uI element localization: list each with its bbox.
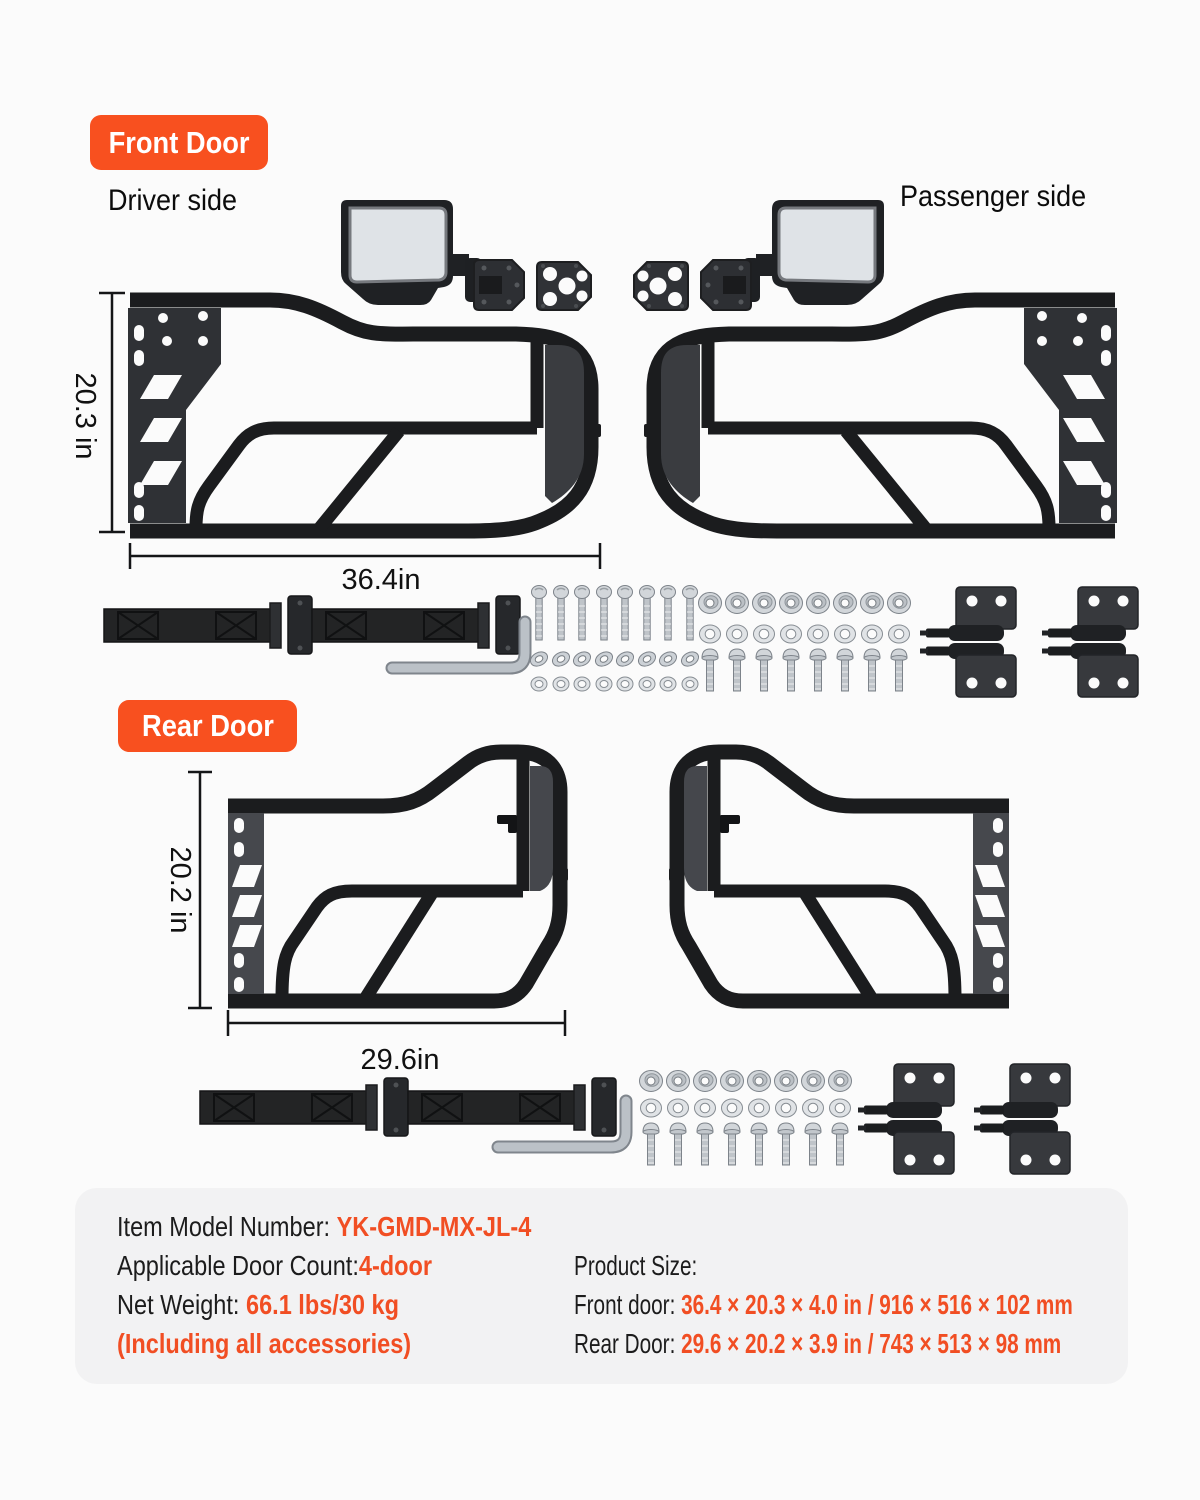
rear-size-line: Rear Door: 29.6 × 20.2 × 3.9 in / 743 × … (574, 1328, 1062, 1359)
rear-driver-door-illustration (228, 752, 568, 1001)
front-passenger-door-illustration (644, 300, 1117, 531)
rear-door-badge: Rear Door (118, 700, 297, 752)
net-weight-line: Net Weight: 66.1 lbs/30 kg (117, 1289, 399, 1320)
front-door-badge: Front Door (90, 115, 268, 170)
front-hardware (103, 584, 1139, 698)
front-dimension-lines (99, 291, 602, 569)
rear-door-badge-label: Rear Door (141, 708, 274, 743)
rear-dimension-lines (188, 770, 567, 1036)
product-size-label: Product Size: (574, 1250, 698, 1281)
driver-mirror-illustration (339, 198, 593, 312)
front-door-badge-label: Front Door (108, 124, 250, 160)
rear-height-dimension: 20.2 in (164, 846, 196, 934)
passenger-mirror-illustration (632, 198, 886, 312)
weight-note-line: (Including all accessories) (117, 1328, 412, 1359)
model-number-line: Item Model Number: YK-GMD-MX-JL-4 (117, 1211, 532, 1242)
front-size-line: Front door: 36.4 × 20.3 × 4.0 in / 916 ×… (574, 1289, 1073, 1320)
front-height-dimension: 20.3 in (69, 372, 101, 460)
spec-box (75, 1188, 1128, 1384)
door-count-line: Applicable Door Count:4-door (117, 1250, 433, 1281)
driver-side-label: Driver side (108, 184, 238, 217)
front-driver-door-illustration (128, 300, 601, 531)
rear-passenger-door-illustration (669, 752, 1009, 1001)
rear-width-dimension: 29.6in (360, 1044, 440, 1076)
rear-hardware (199, 1063, 1071, 1175)
passenger-side-label: Passenger side (900, 180, 1087, 213)
front-width-dimension: 36.4in (341, 564, 421, 596)
